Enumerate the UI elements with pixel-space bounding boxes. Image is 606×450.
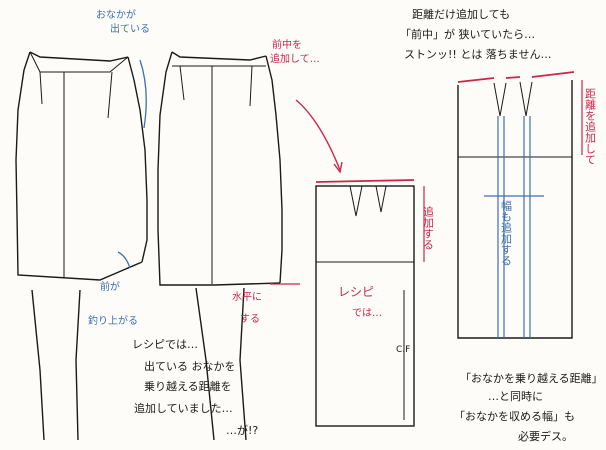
recipe-label-2: では… xyxy=(352,307,382,319)
top-note-line-3: ストンッ!! とは 落ちません… xyxy=(404,48,551,61)
skirt-side-view-1 xyxy=(15,51,148,441)
belly-out-label-1: おなかが xyxy=(96,8,136,21)
bottom-left-note-3: 乗り越える距離を xyxy=(144,379,232,393)
arrow-head-red xyxy=(333,161,343,174)
add-label-vertical: 追加する xyxy=(422,205,435,250)
bottom-left-note-1: レシピでは… xyxy=(132,338,198,351)
curved-arrow-red xyxy=(295,99,341,171)
horizontal-label-1: 水平に xyxy=(232,291,262,303)
recipe-label-1: レシピ xyxy=(338,285,374,299)
pattern-2-waist-red xyxy=(457,71,575,83)
bottom-right-note-4: 必要デス。 xyxy=(518,429,573,443)
pattern-front-2 xyxy=(457,80,573,339)
pattern-1-waist-red xyxy=(315,179,415,183)
bottom-right-note-3: 「おなかを収める幅」も xyxy=(454,410,575,423)
pattern-2-added-width xyxy=(497,116,531,338)
arrow-blue-belly xyxy=(139,59,147,129)
pattern-front-1 xyxy=(315,185,415,427)
width-label-vertical: 幅も追加する xyxy=(500,200,513,266)
bottom-left-note-4: 追加していました… xyxy=(134,401,233,415)
bottom-right-note-2: …と同時に xyxy=(488,390,543,403)
top-note-line-2: 「前中」が 狭いていたら… xyxy=(400,27,535,41)
cf-label: C.F xyxy=(396,345,410,355)
bottom-left-note-5: …が!? xyxy=(226,423,258,437)
front-center-label-2: 追加して… xyxy=(270,52,320,65)
front-up-label-2: 釣り上がる xyxy=(88,314,138,327)
bottom-left-note-2: 出ている おなかを xyxy=(144,359,236,373)
bottom-right-note-1: 「おなかを乗り越える距離」 xyxy=(460,371,603,385)
belly-out-label-2: 出ている xyxy=(110,22,150,35)
horizontal-label-2: する xyxy=(240,313,260,325)
skirt-side-view-2 xyxy=(157,51,283,441)
length-label-vertical: 距離を追加して xyxy=(584,88,597,165)
arrow-blue-front xyxy=(117,251,131,269)
front-center-label-1: 前中を xyxy=(272,38,302,51)
top-note-line-1: 距離だけ追加しても xyxy=(412,7,510,21)
front-up-label-1: 前が xyxy=(100,280,120,293)
